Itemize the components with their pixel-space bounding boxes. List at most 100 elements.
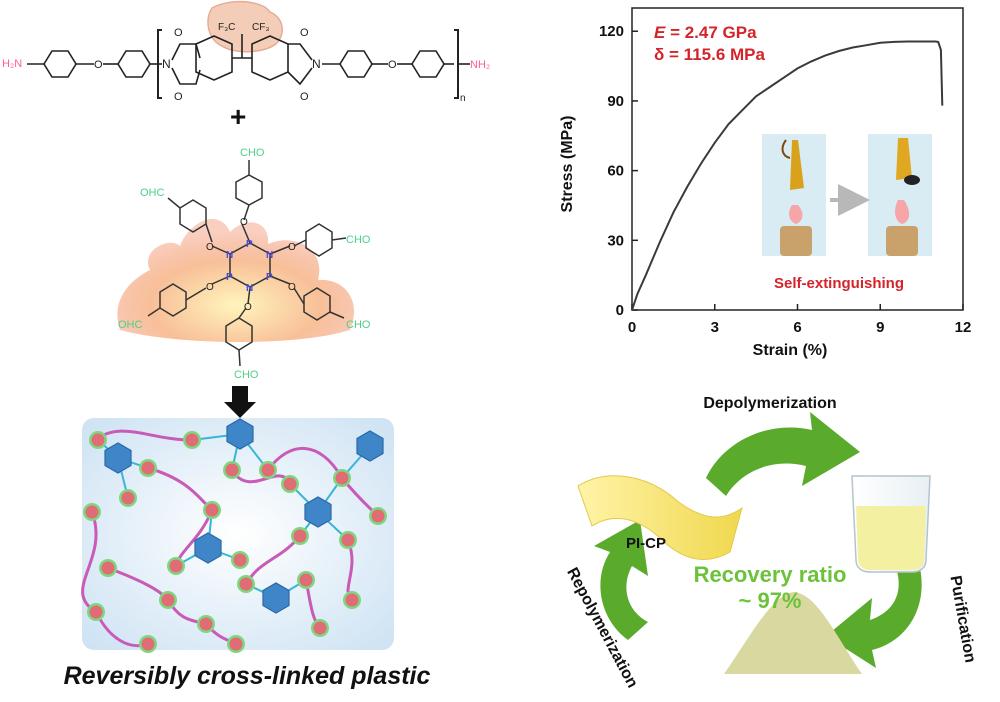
repeat-unit-n: n	[460, 93, 466, 104]
phenoxy-o-top: O	[240, 217, 248, 228]
y-tick-label: 90	[607, 93, 624, 110]
phenoxy-o-bottom: O	[244, 302, 252, 313]
recycle-arrow-top	[706, 412, 860, 496]
imine-bead	[261, 463, 275, 477]
phthalimide-ring-left	[195, 35, 233, 81]
ether-oxygen-1: O	[94, 59, 103, 71]
imine-bead	[141, 461, 155, 475]
carbonyl-o-1: O	[174, 27, 183, 39]
x-tick-label: 6	[793, 319, 801, 336]
ring-p-2: P	[266, 272, 273, 283]
crosslinker-node	[304, 496, 332, 528]
benzene-ring-4	[411, 50, 445, 78]
imine-bead	[199, 617, 213, 631]
imide-n-right: N	[312, 57, 321, 71]
imine-bead	[229, 637, 243, 651]
flame-test-inset	[762, 134, 932, 256]
y-tick-label: 0	[616, 302, 624, 319]
ring-n-2: N	[246, 283, 253, 294]
carbonyl-o-3: O	[300, 27, 309, 39]
imine-bead	[283, 477, 297, 491]
phosphazene-crosslinker: O O O O O O P N P N P N CHO OHC CHO OHC …	[117, 147, 371, 381]
phenoxy-o-lower-right: O	[288, 282, 296, 293]
recycle-arrow-right	[826, 560, 922, 668]
network-caption: Reversibly cross-linked plastic	[63, 662, 431, 690]
imine-bead	[341, 533, 355, 547]
depolymerization-label: Depolymerization	[703, 395, 836, 412]
cho-bottom: CHO	[234, 369, 259, 381]
aldehyde-phenyl-top	[235, 174, 263, 206]
benzene-ring-1	[43, 50, 77, 78]
ether-oxygen-2: O	[388, 59, 397, 71]
ohc-upper-left: OHC	[140, 187, 165, 199]
imine-bead	[335, 471, 349, 485]
inset-label: Self-extinguishing	[774, 275, 904, 292]
polymer-chain	[266, 446, 344, 479]
y-tick-label: 120	[599, 23, 624, 40]
imine-bead	[85, 505, 99, 519]
crosslinker-node	[262, 582, 290, 614]
imine-bead	[205, 503, 219, 517]
polymer-chain	[81, 511, 98, 614]
purification-label: Purification	[946, 574, 978, 664]
imine-bead	[239, 577, 253, 591]
cho-upper-right: CHO	[346, 234, 371, 246]
x-tick-label: 9	[876, 319, 884, 336]
crosslinker-node	[226, 418, 254, 450]
x-axis-label: Strain (%)	[753, 342, 828, 359]
cho-lower-right: CHO	[346, 319, 371, 331]
y-axis-label: Stress (MPa)	[559, 116, 576, 213]
x-tick-label: 3	[711, 319, 719, 336]
beaker-icon	[851, 475, 931, 573]
plus-sign: +	[230, 101, 246, 132]
x-tick-label: 12	[955, 319, 972, 336]
imine-bead	[233, 553, 247, 567]
ring-p-3: P	[226, 272, 233, 283]
imine-bead	[161, 593, 175, 607]
cho-top: CHO	[240, 147, 265, 159]
ring-p-1: P	[246, 239, 253, 250]
ring-n-3: N	[226, 250, 233, 261]
aldehyde-phenyl-upper-left	[179, 199, 207, 233]
y-tick-label: 60	[607, 163, 624, 180]
carbonyl-o-2: O	[174, 91, 183, 103]
aldehyde-phenyl-upper-right	[305, 223, 333, 257]
ring-n-1: N	[266, 250, 273, 261]
phenoxy-o-upper-right: O	[288, 242, 296, 253]
imine-bead	[299, 573, 313, 587]
stress-strain-curve	[631, 40, 944, 311]
annotation-strength: δ = 115.6 MPa	[654, 45, 766, 64]
cf3-right-label: CF₃	[252, 22, 269, 33]
imine-bead	[121, 491, 135, 505]
phenoxy-o-lower-left: O	[206, 282, 214, 293]
h2n-label: H₂N	[2, 58, 22, 70]
powder-pile	[724, 592, 862, 674]
imine-bead	[185, 433, 199, 447]
down-arrow-icon	[224, 386, 256, 418]
imine-bead	[141, 637, 155, 651]
annotation-modulus: E = 2.47 GPa	[654, 23, 757, 42]
imine-bead	[225, 463, 239, 477]
imine-bead	[91, 433, 105, 447]
imine-bead	[101, 561, 115, 575]
crosslinked-network	[81, 418, 394, 653]
nh2-label: NH₂	[470, 59, 490, 71]
crosslinker-node	[104, 442, 132, 474]
cf3-left-label: F₃C	[218, 22, 235, 33]
carbonyl-o-4: O	[300, 91, 309, 103]
pi-cp-film	[577, 475, 743, 560]
ohc-lower-left: OHC	[118, 319, 143, 331]
imine-bead	[89, 605, 103, 619]
crosslinker-node	[356, 430, 384, 462]
imine-bead	[293, 529, 307, 543]
x-tick-label: 0	[628, 319, 636, 336]
recycle-arrow-left	[594, 520, 648, 640]
recycling-cycle: Depolymerization PI-CP Recovery ratio ~ …	[563, 395, 978, 691]
imine-bead	[371, 509, 385, 523]
imine-bead	[345, 593, 359, 607]
y-tick-label: 30	[607, 232, 624, 249]
benzene-ring-3	[339, 50, 373, 78]
phenoxy-o-upper-left: O	[206, 242, 214, 253]
recovery-value: ~ 97%	[739, 588, 802, 613]
